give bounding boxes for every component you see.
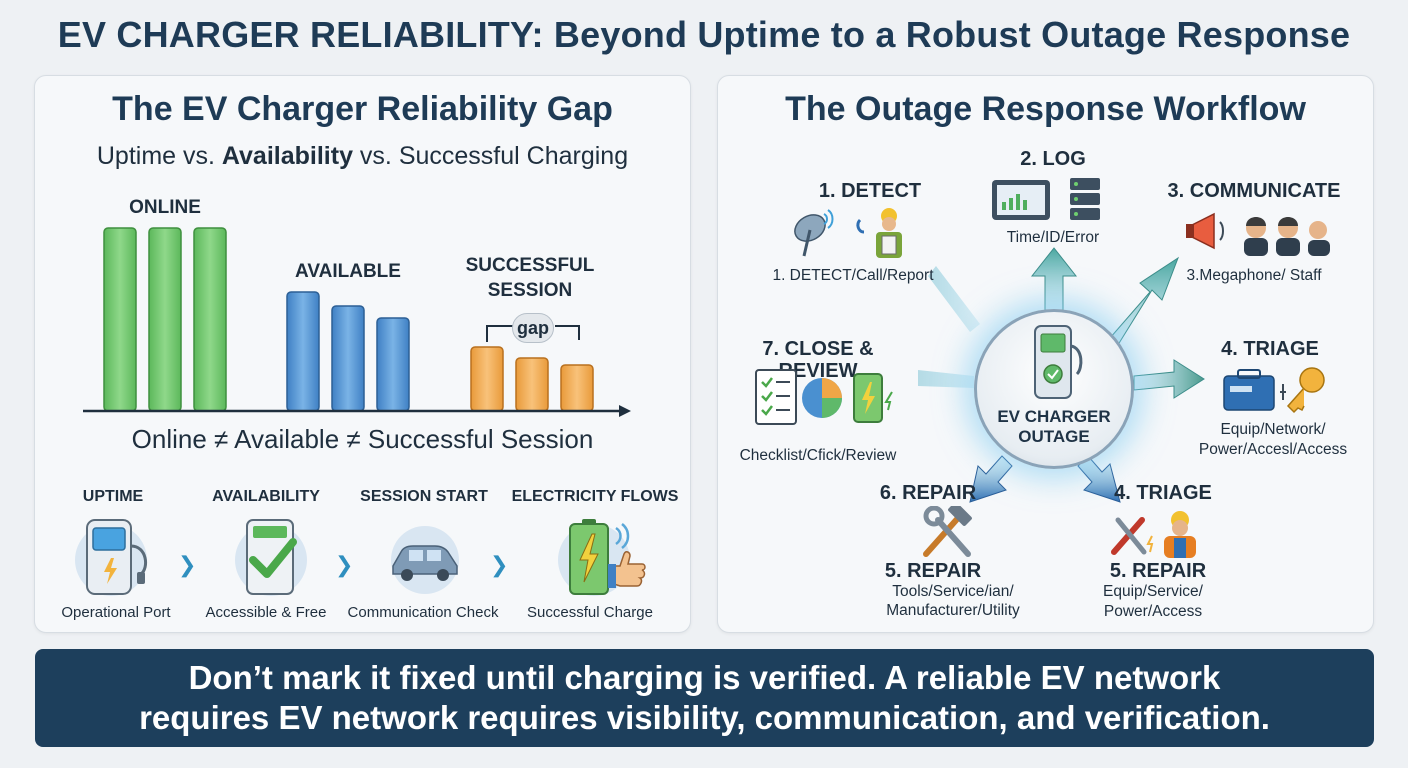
gap-bracket: [486, 325, 580, 342]
triage-bottom-head: 4. TRIAGE: [1114, 482, 1212, 504]
successful-bar-1: [470, 346, 504, 412]
communicate-head: 3. COMMUNICATE: [1167, 180, 1341, 202]
chevron-right-icon: ❯: [335, 552, 354, 577]
available-bar-2: [331, 305, 365, 412]
successful-bar-3: [560, 364, 594, 412]
footer-line1: Don’t mark it fixed until charging is ve…: [188, 659, 1221, 696]
repair6-head: 6. REPAIR: [879, 482, 977, 504]
reliability-gap-title: The EV Charger Reliability Gap: [112, 90, 613, 128]
reliability-gap-bars: [83, 227, 631, 417]
step-session-start-foot: Communication Check: [347, 604, 499, 621]
subtitle-part-bold: Availability: [221, 142, 353, 170]
arrow-to-triage-bottom: [1077, 455, 1121, 503]
outage-workflow-title: The Outage Response Workflow: [785, 90, 1306, 128]
arrow-from-close: [918, 370, 974, 388]
charging-station-icon: [75, 519, 148, 596]
arrow-to-communicate: [1109, 256, 1180, 349]
outage-response-panel: The Outage Response Workflow: [717, 75, 1374, 633]
online-bar-2: [148, 227, 182, 412]
detect-head: 1. DETECT: [818, 180, 922, 202]
chevron-right-icon: ❯: [178, 552, 197, 577]
hub-label-line2: OUTAGE: [1018, 427, 1090, 446]
reliability-gap-panel: The EV Charger Reliability Gap Uptime vs…: [34, 75, 691, 633]
monitor-server-icon: [992, 178, 1100, 220]
toolbox-key-icon: [1223, 367, 1325, 414]
footer-line2: requires EV network requires visibility,…: [139, 699, 1270, 736]
available-label: AVAILABLE: [295, 261, 401, 282]
triage-right-head: 4. TRIAGE: [1221, 338, 1319, 360]
gap-badge: gap: [512, 313, 554, 343]
repair5-right-head: 5. REPAIR: [1109, 560, 1207, 582]
arrow-to-repair: [969, 455, 1013, 503]
page-title: EV CHARGER RELIABILITY: Beyond Uptime to…: [57, 14, 1351, 55]
triage-right-sub-line2: Power/Accesl/Access: [1198, 441, 1348, 458]
online-available-successful-equation: Online ≠ Available ≠ Successful Session: [131, 424, 594, 454]
battery-thumbs-up-icon: [558, 519, 646, 596]
step-uptime-foot: Operational Port: [61, 604, 171, 621]
repair5-right-sub-line2: Power/Access: [1103, 603, 1203, 620]
log-sub: Time/ID/Error: [1006, 229, 1100, 246]
repair5-left-sub-line2: Manufacturer/Utility: [886, 602, 1020, 619]
repair5-left-sub-line1: Tools/Service/ian/: [892, 583, 1014, 600]
workflow-arrows: [918, 247, 1205, 503]
online-bar-1: [103, 227, 137, 412]
step-availability-foot: Accessible & Free: [205, 604, 327, 621]
step-electricity-flows-foot: Successful Charge: [527, 604, 653, 621]
close-review-head: 7. CLOSE & REVIEW: [762, 338, 874, 382]
car-icon: [391, 526, 459, 594]
available-bar-1: [286, 291, 320, 412]
hammer-wrench-icon: [923, 506, 972, 557]
arrow-to-log: [1030, 247, 1078, 313]
arrow-to-triage-right: [1133, 359, 1205, 399]
detect-sub: 1. DETECT/Call/Report: [772, 267, 934, 284]
repair5-left-head: 5. REPAIR: [884, 560, 982, 582]
repair5-right-sub-line1: Equip/Service/: [1103, 583, 1203, 600]
available-charger-check-icon: [235, 519, 307, 596]
step-uptime-head: UPTIME: [82, 488, 144, 505]
online-label: ONLINE: [129, 197, 201, 218]
chevron-right-icon: ❯: [490, 552, 509, 577]
triage-right-sub-line1: Equip/Network/: [1220, 421, 1326, 438]
subtitle-part-2: vs. Successful Charging: [352, 142, 629, 170]
successful-bar-2: [515, 357, 549, 412]
step-session-start-head: SESSION START: [360, 488, 488, 505]
available-bar-3: [376, 317, 410, 412]
satellite-technician-icon: [794, 208, 902, 258]
close-review-sub: Checklist/Cfick/Review: [739, 447, 897, 464]
tools-technician-icon: [1111, 511, 1196, 558]
step-electricity-flows-head: ELECTRICITY FLOWS: [511, 488, 679, 505]
successful-session-label-line2: SESSION: [487, 280, 573, 301]
bars-axis-arrow: [619, 405, 631, 417]
arrow-from-detect: [928, 266, 980, 332]
hub-label-line1: EV CHARGER: [997, 407, 1111, 426]
subtitle-part-1: Uptime vs.: [96, 142, 222, 170]
online-bar-3: [193, 227, 227, 412]
outage-hub: EV CHARGER OUTAGE: [974, 309, 1134, 469]
successful-session-label-line1: SUCCESSFUL: [465, 255, 595, 276]
charger-outage-icon: [1034, 325, 1083, 399]
log-head: 2. LOG: [1020, 148, 1086, 170]
communicate-sub: 3.Megaphone/ Staff: [1186, 267, 1322, 284]
step-availability-head: AVAILABILITY: [212, 488, 320, 505]
checklist-chart-battery-icon: [755, 369, 893, 425]
footer-banner: Don’t mark it fixed until charging is ve…: [35, 649, 1374, 747]
reliability-gap-subtitle: Uptime vs. Availability vs. Successful C…: [35, 142, 690, 171]
megaphone-staff-icon: [1186, 212, 1330, 256]
